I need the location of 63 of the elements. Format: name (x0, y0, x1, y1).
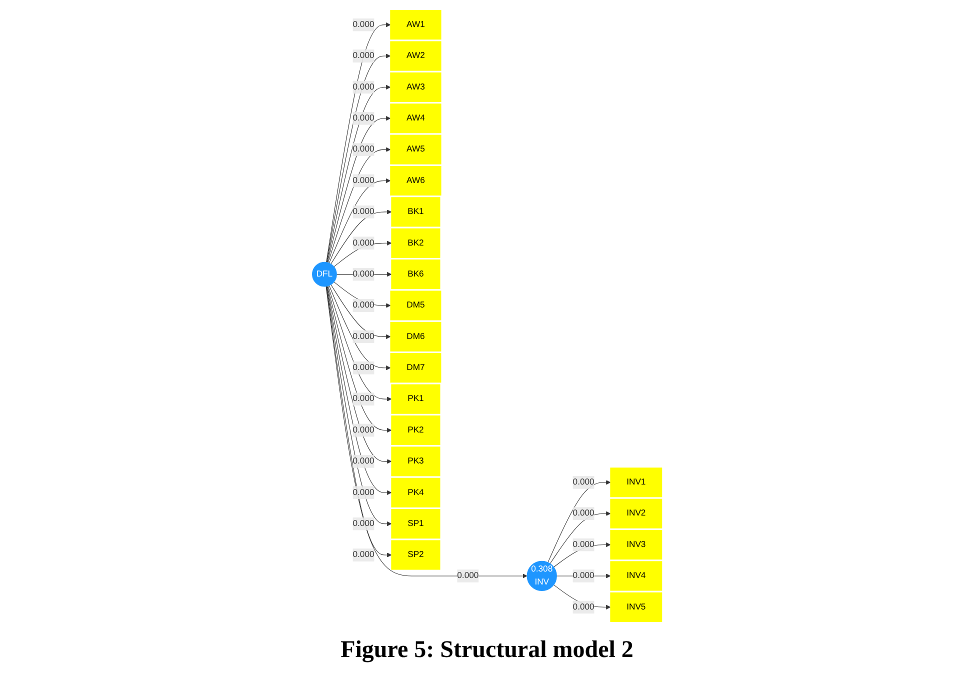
edge-label: 0.000 (572, 570, 594, 580)
node-box: INV3 (610, 530, 662, 560)
edge-label: 0.000 (352, 456, 374, 466)
node-box: DM6 (390, 321, 442, 351)
edge-label: 0.000 (352, 144, 374, 154)
arrow (330, 284, 391, 339)
edge-label: 0.000 (572, 602, 594, 611)
arrow (327, 285, 392, 432)
node-box: INV5 (610, 592, 662, 622)
arrow (328, 178, 391, 263)
arrow (326, 84, 391, 262)
arrow (327, 116, 391, 262)
node-box: DM5 (390, 290, 442, 320)
node-box: AW4 (390, 103, 442, 133)
edge-label: 0.000 (352, 268, 374, 278)
arrow (328, 146, 391, 262)
node-box: PK4 (391, 477, 440, 507)
arrow (328, 285, 392, 401)
figure-caption: Figure 5: Structural model 2 (340, 637, 634, 664)
edge-label: 0.000 (352, 300, 374, 310)
node-box: AW2 (390, 40, 442, 70)
node-box: BK6 (391, 259, 440, 289)
node-box: BK1 (391, 196, 440, 226)
arrow (548, 480, 611, 562)
edge-label: 0.000 (572, 539, 594, 549)
node-circle: 0.308 INV (526, 560, 557, 591)
node-box: AW1 (390, 10, 442, 40)
node-box: SP1 (391, 508, 440, 538)
edge-label: 0.000 (352, 362, 374, 372)
edge-label: 0.000 (352, 550, 374, 559)
edge-label: 0.000 (352, 19, 374, 29)
arrow (326, 286, 528, 578)
node-box: PK2 (391, 414, 440, 445)
node-box: AW5 (390, 134, 442, 164)
edge-label: 0.000 (572, 508, 594, 518)
node-box: PK1 (391, 384, 440, 414)
node-circle: DFL (312, 261, 337, 286)
node-box: AW6 (390, 165, 442, 196)
node-box: BK2 (391, 228, 440, 258)
edge-label: 0.000 (352, 518, 374, 528)
edge-label: 0.000 (352, 394, 374, 403)
arrow (550, 510, 611, 564)
edge-label: 0.000 (352, 82, 374, 92)
node-box: INV4 (610, 560, 662, 590)
node-box: INV2 (610, 498, 662, 528)
node-box: INV1 (610, 467, 662, 497)
edge-label: 0.000 (352, 487, 374, 496)
edge-label: 0.000 (352, 238, 374, 247)
edge-label: 0.000 (352, 175, 374, 185)
edge-label: 0.000 (457, 570, 479, 580)
node-box: DM7 (390, 352, 442, 382)
edge-label: 0.000 (352, 206, 374, 216)
node-box: SP2 (391, 540, 440, 570)
arrow (326, 285, 392, 464)
edge-label: 0.000 (352, 50, 374, 60)
node-box: AW3 (390, 72, 442, 102)
node-box: PK3 (391, 446, 440, 476)
edge-label: 0.000 (352, 113, 374, 122)
edge-label: 0.000 (572, 477, 594, 486)
edge-label: 0.000 (352, 424, 374, 434)
arrow (330, 209, 392, 264)
edge-label: 0.000 (352, 331, 374, 341)
arrow (328, 284, 391, 370)
